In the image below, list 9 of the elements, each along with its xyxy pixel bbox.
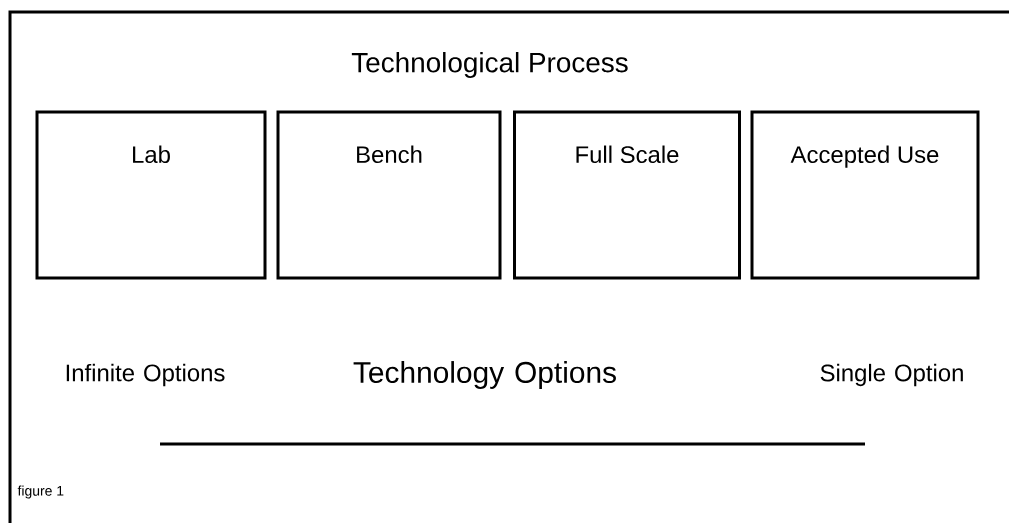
- stage-box: Accepted Use: [750, 110, 980, 280]
- title: Technological Process: [351, 52, 628, 78]
- label-text: Infinite Options: [66, 363, 225, 387]
- stage-box: Bench: [276, 110, 502, 280]
- caption: figure 1: [17, 485, 64, 499]
- stage-box: Full Scale: [513, 110, 741, 280]
- stage-box: Lab: [35, 110, 267, 280]
- label-text: Single Option: [820, 363, 963, 387]
- label-text: Technology Options: [353, 361, 616, 389]
